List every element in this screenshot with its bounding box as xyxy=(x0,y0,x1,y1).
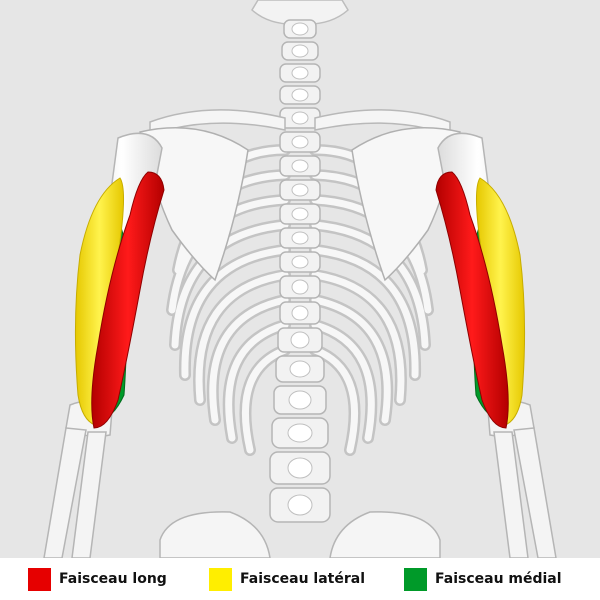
legend-label: Faisceau médial xyxy=(435,571,562,587)
pelvis xyxy=(159,511,441,558)
legend-swatch-green xyxy=(404,567,427,591)
left-long-head xyxy=(91,171,165,429)
legend: Faisceau long Faisceau latéral Faisceau … xyxy=(0,558,600,600)
legend-swatch-yellow xyxy=(209,567,232,591)
right-triceps xyxy=(435,171,526,429)
forearm-bones xyxy=(43,427,557,558)
legend-item-long-head: Faisceau long xyxy=(28,567,167,591)
legend-item-lateral-head: Faisceau latéral xyxy=(209,567,365,591)
left-triceps xyxy=(74,171,165,429)
legend-item-medial-head: Faisceau médial xyxy=(404,567,562,591)
right-long-head xyxy=(435,171,509,429)
spinous-processes xyxy=(287,22,313,516)
skeleton-illustration xyxy=(43,0,557,558)
scapulae xyxy=(139,127,461,282)
legend-label: Faisceau long xyxy=(59,571,167,587)
clavicles xyxy=(149,109,451,137)
legend-label: Faisceau latéral xyxy=(240,571,365,587)
legend-swatch-red xyxy=(28,567,51,591)
